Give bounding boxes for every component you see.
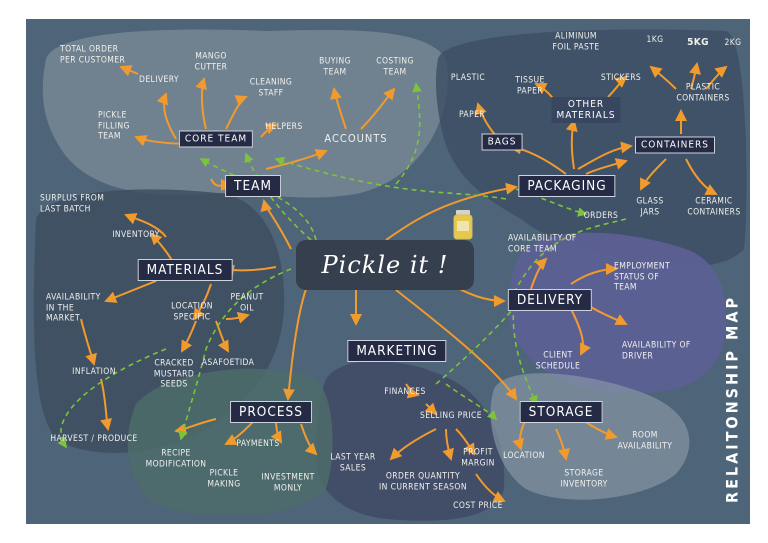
surplus-label: SURPLUS FROM LAST BATCH: [40, 193, 105, 215]
core-team-box: CORE TEAM: [178, 130, 254, 148]
helpers-label: HELPERS: [265, 121, 303, 132]
location-specific-label: LOCATION SPECIFIC: [171, 301, 213, 323]
asafoetida-label: ASAFOETIDA: [201, 357, 255, 368]
pickle-filling-label: PICKLE FILLING TEAM: [98, 110, 130, 142]
containers-box: CONTAINERS: [635, 136, 715, 154]
packaging-cluster: [436, 29, 747, 266]
total-order-label: TOTAL ORDER PER CUSTOMER: [60, 44, 126, 66]
inventory-label: INVENTORY: [112, 229, 160, 240]
pickle-making-label: PICKLE MAKING: [207, 468, 241, 490]
storage-hub: STORAGE: [519, 401, 603, 423]
finances-label: FINANCES: [384, 386, 426, 397]
marketing-hub: MARKETING: [347, 340, 447, 362]
room-availability-label: ROOM AVAILABILITY: [617, 430, 673, 452]
central-title: Pickle it !: [296, 240, 474, 290]
location-label: LOCATION: [503, 450, 545, 461]
cleaning-staff-label: CLEANING STAFF: [249, 77, 293, 99]
marketing-cluster: [316, 360, 505, 521]
tissue-paper-label: TISSUE PAPER: [515, 75, 545, 97]
materials-hub: MATERIALS: [137, 259, 233, 281]
order-quantity-label: ORDER QUANTITY IN CURRENT SEASON: [379, 471, 467, 493]
avail-driver-label: AVAILABILITY OF DRIVER: [622, 340, 691, 362]
plastic-label: PLASTIC: [450, 72, 486, 83]
relationship-map-board: Pickle it ! TEAM CORE TEAM ACCOUNTS PACK…: [26, 19, 750, 524]
accounts-label: ACCOUNTS: [324, 131, 388, 145]
cost-price-label: COST PRICE: [453, 500, 503, 511]
kg2-label: 2KG: [724, 37, 742, 48]
orders-label: ORDERS: [583, 210, 619, 221]
kg5-label: 5KG: [687, 36, 709, 48]
availability-market-label: AVAILABILITY IN THE MARKET: [46, 292, 101, 324]
payments-label: PAYMENTS: [236, 438, 280, 449]
process-hub: PROCESS: [230, 401, 312, 423]
costing-team-label: COSTING TEAM: [376, 56, 414, 78]
ceramic-label: CERAMIC CONTAINERS: [687, 196, 741, 218]
mango-cutter-label: MANGO CUTTER: [194, 51, 228, 73]
cracked-mustard-label: CRACKED MUSTARD SEEDS: [153, 358, 195, 390]
selling-price-label: SELLING PRICE: [419, 410, 483, 421]
profit-margin-label: PROFIT MARGIN: [461, 447, 495, 469]
last-year-sales-label: LAST YEAR SALES: [330, 452, 376, 474]
harvest-label: HARVEST / PRODUCE: [50, 433, 138, 444]
buying-team-label: BUYING TEAM: [319, 56, 351, 78]
delivery-hub: DELIVERY: [507, 289, 593, 311]
delivery-small-label: DELIVERY: [139, 74, 179, 85]
investment-label: INVESTMENT MONLY: [261, 472, 315, 494]
aluminum-label: ALIMINUM FOIL PASTE: [552, 31, 600, 53]
plastic-containers-label: PLASTIC CONTAINERS: [676, 82, 730, 104]
other-materials-box: OTHER MATERIALS: [551, 97, 621, 123]
glass-jars-label: GLASS JARS: [636, 196, 664, 218]
bags-box: BAGS: [481, 133, 523, 151]
pickle-jar-icon: [453, 210, 473, 240]
employment-status-label: EMPLOYMENT STATUS OF TEAM: [614, 261, 671, 293]
paper-label: PAPER: [458, 109, 486, 120]
team-hub: TEAM: [225, 175, 281, 197]
recipe-mod-label: RECIPE MODIFICATION: [145, 448, 207, 470]
packaging-hub: PACKAGING: [518, 175, 616, 197]
delivery-cluster: [508, 232, 727, 393]
storage-inventory-label: STORAGE INVENTORY: [560, 468, 608, 490]
client-schedule-label: CLIENT SCHEDULE: [535, 350, 581, 372]
stickers-label: STICKERS: [600, 72, 642, 83]
map-graphics: [33, 29, 747, 521]
inflation-label: INFLATION: [72, 366, 116, 377]
side-title: RELAITONSHIP MAP: [722, 294, 742, 504]
peanut-oil-label: PEANUT OIL: [230, 292, 264, 314]
avail-core-team-label: AVAILABILITY OF CORE TEAM: [508, 233, 577, 255]
team-cluster: [42, 29, 448, 198]
kg1-label: 1KG: [646, 34, 664, 45]
